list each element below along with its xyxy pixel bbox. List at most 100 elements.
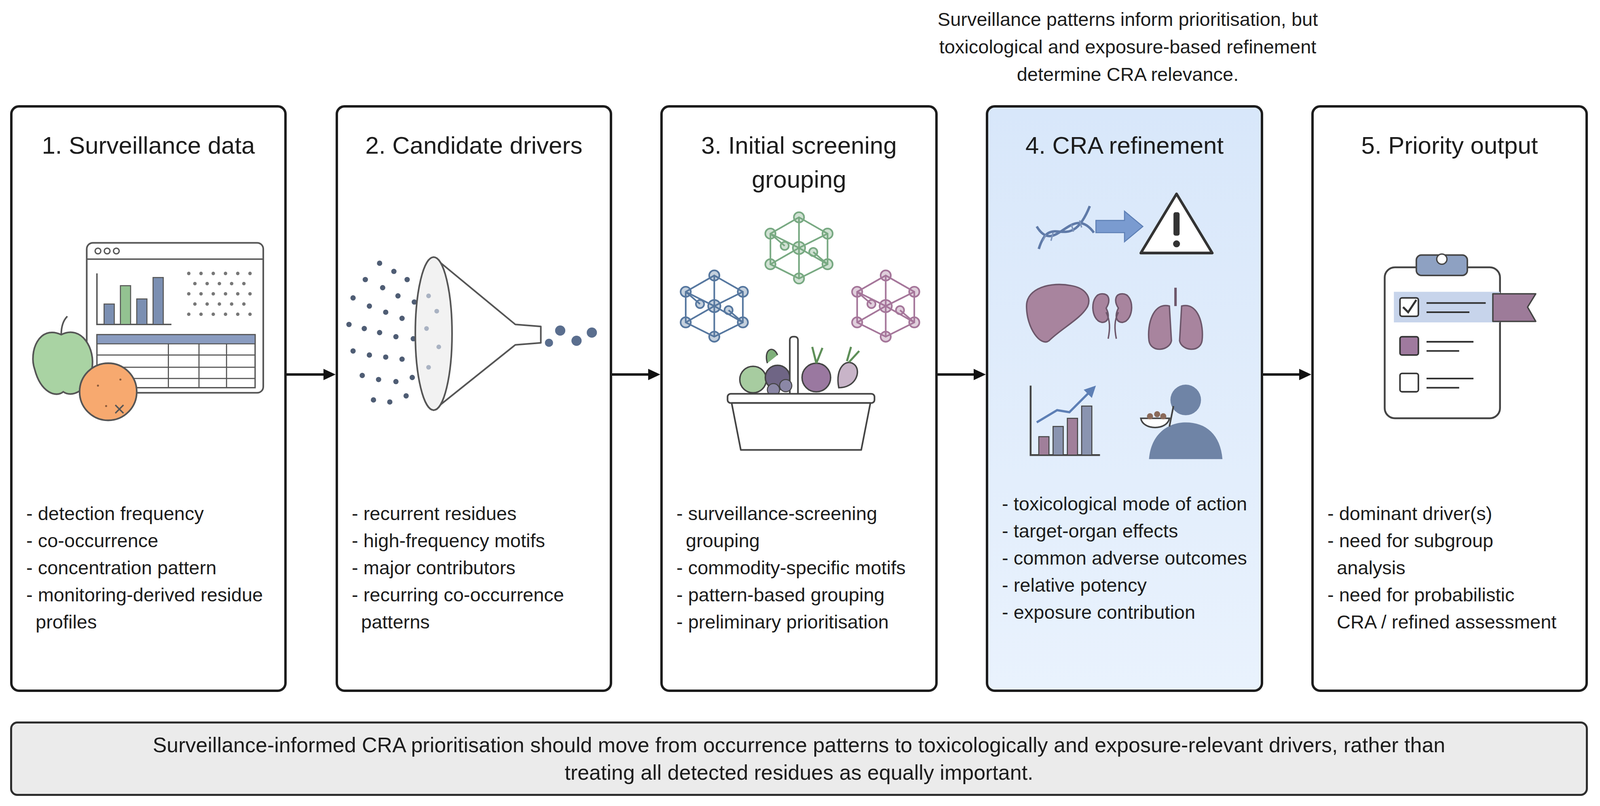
funnel-icon-part-part: [366, 303, 372, 309]
basket-icon-part: [779, 379, 792, 392]
dashboard-icon-part: [97, 334, 256, 388]
clipboard-icon-part: [1399, 373, 1419, 392]
dashboard-icon-part: [86, 242, 264, 393]
funnel-icon-part: [545, 325, 598, 347]
dashboard-icon-part-part: [217, 302, 222, 307]
kidney-icon-part: [1115, 293, 1132, 323]
bullet-item: - surveillance-screening grouping: [676, 499, 929, 554]
dashboard-icon-part-part: [205, 302, 210, 307]
dashboard-icon-part: [97, 334, 256, 344]
box-title: 2. Candidate drivers: [342, 128, 606, 163]
lungs-icon-part: [1148, 305, 1172, 350]
funnel-icon-part-part: [376, 329, 383, 336]
basket-icon-part: [837, 362, 858, 388]
process-box: 3. Initial screening grouping- surveilla…: [660, 105, 938, 692]
dna-icon: [1036, 206, 1094, 250]
funnel-icon-part-part: [399, 356, 405, 362]
basket-icon-part: [731, 403, 871, 451]
dna-icon-part-part: [1071, 224, 1074, 232]
dna-icon-part: [1038, 206, 1090, 250]
orange-icon-part: [97, 384, 100, 387]
bullet-item: - recurrent residues: [351, 499, 604, 527]
funnel-icon: [346, 257, 598, 411]
dashboard-icon-part-part: [236, 291, 240, 296]
dashboard-icon-part-part: [199, 312, 203, 317]
orange-icon-part: [79, 363, 137, 421]
network-cluster-part: [851, 270, 920, 343]
dashboard-icon-part-part: [187, 312, 191, 317]
funnel-icon-part-part: [424, 326, 430, 332]
funnel-icon-part-part: [436, 344, 442, 350]
clipboard-icon-part: [1426, 377, 1474, 380]
flow-arrow: [612, 368, 661, 381]
dashboard-icon-part-part: [211, 271, 216, 276]
funnel-icon-part-part: [346, 321, 352, 328]
dna-icon-part: [1042, 220, 1082, 241]
person-eating-icon-part: [1147, 413, 1154, 420]
clipboard-icon-part: [1399, 336, 1419, 356]
dashboard-icon-part-part: [205, 281, 210, 286]
funnel-icon-part-part: [391, 268, 397, 275]
funnel-icon-part-part: [350, 348, 356, 354]
dashboard-icon-part: [153, 277, 164, 325]
bullet-list: - toxicological mode of action- target-o…: [1001, 490, 1255, 626]
dashboard-icon-part-part: [242, 302, 246, 307]
arrow-head: [648, 368, 661, 381]
dashboard-icon-part-part: [248, 271, 252, 276]
funnel-icon-part-part: [376, 260, 383, 266]
orange-icon-part: [105, 405, 108, 408]
exposure-chart-icon-part: [1036, 391, 1090, 423]
funnel-icon-part-part: [393, 378, 399, 385]
dashboard-icon-part: [120, 285, 131, 325]
person-eating-icon-part: [1169, 405, 1174, 427]
dashboard-icon: [86, 242, 264, 393]
dashboard-icon-part: [97, 273, 172, 325]
dashboard-icon-part-part: [199, 271, 203, 276]
basket-icon-part: [766, 349, 778, 364]
bullet-item: - commodity-specific motifs: [676, 553, 929, 582]
dna-icon-part-part: [1079, 220, 1082, 228]
dashboard-icon-part-part: [230, 302, 234, 307]
bullet-item: - monitoring-derived residue profiles: [26, 581, 278, 636]
dashboard-icon-part-part: [193, 302, 197, 307]
exposure-chart-icon-part: [1038, 436, 1049, 455]
kidney-icon: [1092, 293, 1132, 339]
bullet-item: - target-organ effects: [1001, 517, 1255, 545]
clipboard-icon-part: [1426, 302, 1486, 304]
bullet-item: - toxicological mode of action: [1001, 490, 1255, 518]
bullet-item: - high-frequency motifs: [351, 526, 604, 554]
funnel-icon-part-part: [399, 315, 405, 322]
summary-band: Surveillance-informed CRA prioritisation…: [10, 721, 1588, 796]
flow-arrow: [1263, 368, 1312, 381]
funnel-icon-part-part: [359, 372, 365, 379]
arrow-line: [1263, 373, 1301, 376]
liver-icon: [1026, 284, 1089, 342]
dashboard-icon-part: [198, 343, 200, 388]
kidney-icon-part: [1092, 293, 1109, 323]
clipboard-icon-part: [1393, 291, 1500, 323]
dashboard-icon-part: [113, 248, 120, 254]
funnel-icon-part-part: [350, 295, 356, 301]
process-box: 5. Priority output- dominant driver(s)- …: [1311, 105, 1588, 692]
apple-icon: [32, 316, 93, 395]
funnel-icon-part-part: [404, 276, 410, 283]
arrow-head: [323, 368, 336, 381]
bullet-item: - concentration pattern: [26, 553, 278, 582]
dashboard-icon-part-part: [223, 271, 228, 276]
dashboard-icon-part: [97, 354, 256, 356]
box-title: 4. CRA refinement: [992, 128, 1257, 163]
network-cluster-part: [680, 270, 749, 343]
network-cluster: [680, 212, 920, 342]
orange-icon-part: [119, 378, 122, 381]
clipboard-icon-part: [1426, 350, 1460, 352]
clipboard-icon-part: [1426, 340, 1474, 343]
exposure-chart-icon-part: [1052, 426, 1064, 456]
dna-icon-part-part: [1042, 234, 1047, 241]
warning-icon-part: [1140, 193, 1213, 253]
clipboard-icon-part: [1399, 298, 1419, 317]
funnel-icon-part-part: [426, 364, 432, 370]
arrow-line: [612, 373, 650, 376]
arrow-icon-part: [1095, 211, 1143, 242]
bullet-item: - need for probabilistic CRA / refined a…: [1327, 581, 1558, 636]
